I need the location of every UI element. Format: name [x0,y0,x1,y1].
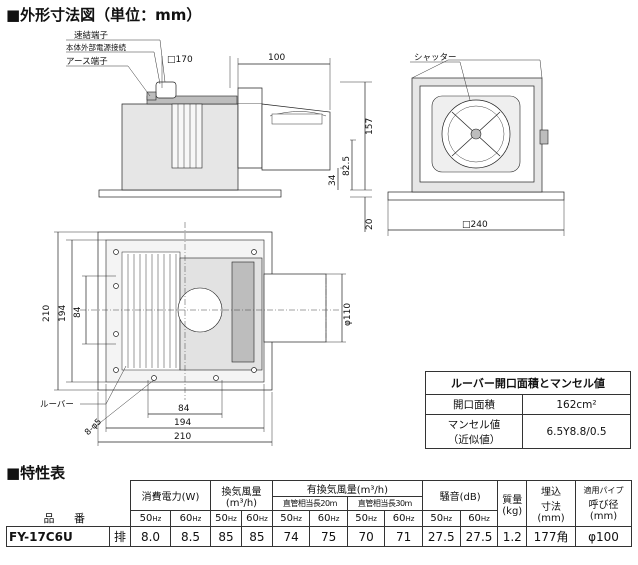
hz-50: 50Hz [210,510,242,527]
header-mass: 質量 (kg) [497,480,528,527]
header-cutout-line2: 寸法 [541,502,562,513]
dim-phi-110: φ110 [343,303,353,326]
hz-60: 60Hz [309,510,348,527]
label-earth-terminal: アース端子 [66,56,108,67]
header-pipe-line1: 適用パイプ [583,486,624,495]
louver-table: ルーバー開口面積とマンセル値 開口面積 162cm² マンセル値 （近似値） 6… [425,371,631,449]
cell-d30-60: 71 [384,526,423,547]
hz-50: 50Hz [346,510,386,527]
hz-50: 50Hz [130,510,171,527]
dim-v-84: 84 [73,306,83,318]
spec-title: ■特性表 [6,464,66,482]
louver-row-label: 開口面積 [425,394,523,415]
header-duct-30: 直管相当長30m [346,496,423,511]
louver-row-label: マンセル値 （近似値） [425,414,523,449]
dim-h-210: 210 [174,432,191,442]
cell-d20-60: 75 [309,526,348,547]
table-row: FY-17C6U 排 8.0 8.5 85 85 74 75 70 71 27.… [6,526,632,547]
cell-noise-60: 27.5 [459,526,499,547]
louver-row-value: 162cm² [522,394,631,415]
dimensions-title: ■外形寸法図（単位：mm） [6,6,202,24]
header-mass-line1: 質量 [502,494,523,506]
hz-60: 60Hz [384,510,423,527]
munsell-label-line2: （近似値） [447,433,501,446]
label-holes: 8-φ5 [83,417,104,438]
front-view: □170 100 157 82.5 34 20 速結端子 本体外部電源接続 アー… [66,30,375,232]
cell-d20-50: 74 [271,526,311,547]
cell-power-60: 8.5 [169,526,212,547]
model-number: FY-17C6U [6,526,110,547]
label-louver: ルーバー [40,400,74,410]
cell-d30-50: 70 [346,526,386,547]
dim-square-240: □240 [462,220,488,230]
header-effective-airflow: 有換気風量(m³/h) [271,480,423,497]
plan-view: 210 194 84 84 194 210 φ110 ルーバー 8-φ5 [40,222,353,446]
munsell-label-line1: マンセル値 [447,418,501,431]
hz-60: 60Hz [459,510,499,527]
cell-power-50: 8.0 [130,526,171,547]
louver-row-value: 6.5Y8.8/0.5 [522,414,631,449]
label-terminal-block: 速結端子 [74,30,109,41]
louver-table-title: ルーバー開口面積とマンセル値 [425,371,631,395]
header-airflow-unit: (m³/h) [225,497,258,509]
dim-square-170: □170 [167,55,193,65]
hz-60: 60Hz [169,510,212,527]
dim-h-194: 194 [174,418,191,428]
header-pipe-line2: 呼び径 [588,500,619,511]
side-view: シャッター □240 [387,53,565,236]
header-mass-unit: (kg) [502,505,523,517]
hz-50: 50Hz [421,510,461,527]
hz-60: 60Hz [240,510,273,527]
dim-v-194: 194 [58,305,68,322]
dim-20: 20 [365,218,375,230]
header-pipe: 適用パイプ 呼び径 (mm) [575,480,632,527]
label-shutter: シャッター [414,53,457,63]
type-exhaust: 排 [109,526,131,547]
cell-airflow-60: 85 [240,526,273,547]
header-noise: 騒音(dB) [421,480,499,511]
header-airflow-line1: 換気風量 [221,486,262,498]
header-cutout: 埋込 寸法 (mm) [526,480,577,527]
dim-v-210: 210 [42,305,52,322]
label-power-connection: 本体外部電源接続 [66,42,126,52]
header-cutout-unit: (mm) [537,513,565,524]
dim-157: 157 [365,118,375,135]
header-cutout-line1: 埋込 [541,487,562,498]
cell-pipe: φ100 [575,526,632,547]
dim-82-5: 82.5 [342,156,352,176]
cell-airflow-50: 85 [210,526,242,547]
dim-h-84: 84 [178,404,190,414]
hz-50: 50Hz [271,510,311,527]
hinban-label: 品 番 [43,512,93,525]
header-duct-20: 直管相当長20m [271,496,348,511]
dim-34: 34 [328,174,338,186]
cell-mass: 1.2 [497,526,528,547]
dimension-drawings: □170 100 157 82.5 34 20 速結端子 本体外部電源接続 アー… [40,30,565,446]
spec-table: 品 番 消費電力(W) 換気風量 (m³/h) 有換気風量(m³/h) 騒音(d… [6,480,632,547]
cell-noise-50: 27.5 [421,526,461,547]
dim-100: 100 [268,53,285,63]
header-airflow: 換気風量 (m³/h) [210,480,273,511]
cell-cutout: 177角 [526,526,577,547]
header-power: 消費電力(W) [129,480,212,511]
header-pipe-unit: (mm) [589,511,618,522]
spec-corner: 品 番 [6,480,131,527]
